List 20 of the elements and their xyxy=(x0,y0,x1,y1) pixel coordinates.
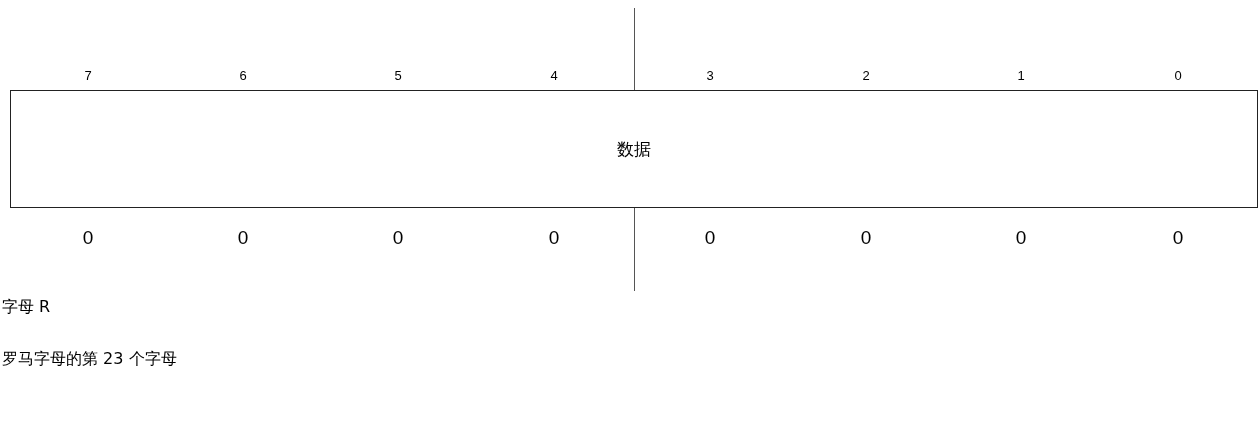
note-text: 罗马字母的第 23 个字母 xyxy=(2,349,177,370)
data-field-box xyxy=(10,90,1258,208)
bit-number: 1 xyxy=(1016,68,1026,83)
bit-value: 0 xyxy=(703,227,717,249)
bit-number: 6 xyxy=(238,68,248,83)
bit-value: 0 xyxy=(81,227,95,249)
bit-number: 7 xyxy=(83,68,93,83)
note-text: 字母 R xyxy=(2,297,51,318)
bit-number: 0 xyxy=(1173,68,1183,83)
bit-value: 0 xyxy=(236,227,250,249)
bit-number: 5 xyxy=(393,68,403,83)
bit-value: 0 xyxy=(1171,227,1185,249)
bit-value: 0 xyxy=(391,227,405,249)
bit-number: 4 xyxy=(549,68,559,83)
bit-value: 0 xyxy=(547,227,561,249)
bit-value: 0 xyxy=(859,227,873,249)
bit-number: 3 xyxy=(705,68,715,83)
field-label: 数据 xyxy=(617,137,651,161)
bit-number: 2 xyxy=(861,68,871,83)
bit-value: 0 xyxy=(1014,227,1028,249)
